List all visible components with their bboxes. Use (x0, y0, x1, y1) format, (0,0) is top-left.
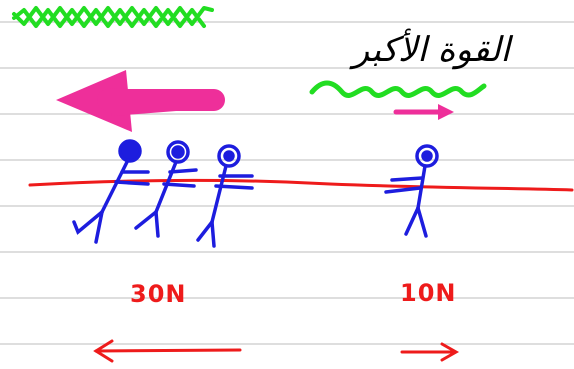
figure-arm (214, 184, 254, 190)
figure-leg (404, 206, 420, 236)
figure-head (217, 144, 241, 168)
force-label-left: 30N (130, 280, 187, 308)
figure-arm (390, 176, 424, 182)
small-arrow-right (393, 104, 454, 120)
figure-arm (162, 182, 196, 188)
force-arrow-left (93, 339, 242, 363)
figure-leg (210, 220, 216, 248)
stick-figure (384, 144, 439, 238)
green-zigzag-underline (309, 80, 487, 98)
figure-leg (72, 210, 104, 235)
figure-body (416, 164, 427, 210)
handwritten-heading: القوة الأكبر (352, 30, 510, 70)
figure-arm (114, 180, 150, 186)
figure-leg (416, 206, 428, 238)
stick-figure (196, 144, 254, 248)
force-label-right: 10N (400, 279, 457, 307)
big-arrow-left (56, 70, 225, 132)
figure-arm (384, 186, 422, 194)
figure-arm (168, 168, 198, 174)
stick-figure (72, 139, 150, 244)
big-arrow-head (56, 70, 132, 132)
figure-leg (196, 220, 214, 242)
figure-body (100, 158, 130, 214)
figure-head (166, 140, 190, 164)
figure-body (154, 160, 178, 214)
figure-head-fill (171, 145, 185, 159)
figure-leg (94, 210, 104, 244)
figure-head (415, 144, 439, 168)
small-arrow-head (438, 104, 454, 120)
force-arrow-right (400, 342, 460, 362)
figure-leg (154, 210, 160, 238)
stick-figure (134, 140, 198, 238)
figure-leg (134, 210, 158, 230)
figure-head (118, 139, 142, 163)
figure-head-fill (223, 150, 235, 162)
rope (28, 178, 574, 192)
green-zigzag-top (12, 6, 214, 28)
figure-head-fill (421, 150, 433, 162)
